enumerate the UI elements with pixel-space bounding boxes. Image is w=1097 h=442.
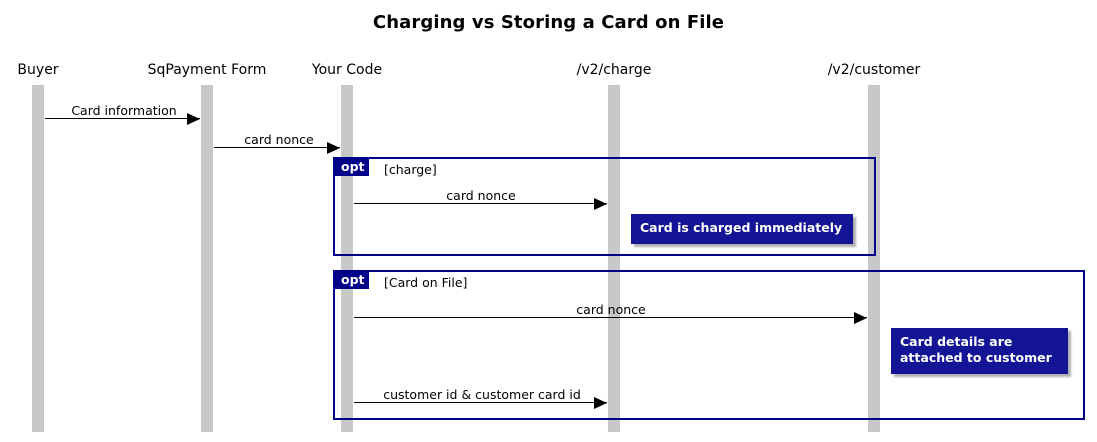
note-note-card-charged: Card is charged immediately	[631, 214, 853, 244]
participant-label-your-code: Your Code	[311, 62, 383, 78]
fragment-opt-card-on-file: opt [Card on File]	[333, 270, 1085, 420]
note-note-card-details-attached: Card details are attached to customer	[891, 328, 1068, 374]
message-line-card-information	[45, 118, 200, 119]
message-arrowhead-card-nonce-to-customer	[854, 312, 867, 324]
message-arrowhead-card-nonce-to-your-code	[327, 142, 340, 154]
message-label-card-nonce-to-charge: card nonce	[446, 188, 516, 203]
lifeline-v2-customer	[868, 85, 880, 432]
participant-label-buyer: Buyer	[17, 62, 59, 78]
diagram-title: Charging vs Storing a Card on File	[372, 12, 725, 33]
message-label-card-nonce-to-your-code: card nonce	[244, 132, 314, 147]
participant-label-v2-customer: /v2/customer	[827, 62, 921, 78]
fragment-guard-opt-charge: [charge]	[384, 162, 437, 177]
fragment-operator-opt-card-on-file: opt	[335, 272, 369, 289]
lifeline-buyer	[32, 85, 44, 432]
message-line-card-nonce-to-your-code	[214, 147, 340, 148]
message-label-card-nonce-to-customer: card nonce	[576, 302, 646, 317]
fragment-opt-charge: opt [charge]	[333, 157, 876, 256]
message-arrowhead-card-nonce-to-charge	[594, 198, 607, 210]
message-line-customer-id-response	[354, 402, 607, 403]
message-label-card-information: Card information	[71, 103, 177, 118]
participant-label-v2-charge: /v2/charge	[576, 62, 652, 78]
message-line-card-nonce-to-customer	[354, 317, 867, 318]
participant-label-sqpayment-form: SqPayment Form	[147, 62, 267, 78]
lifeline-sqpayment-form	[201, 85, 213, 432]
message-arrowhead-card-information	[187, 113, 200, 125]
lifeline-v2-charge	[608, 85, 620, 432]
message-line-card-nonce-to-charge	[354, 203, 607, 204]
message-arrowhead-customer-id-response	[594, 397, 607, 409]
fragment-guard-opt-card-on-file: [Card on File]	[384, 275, 468, 290]
fragment-operator-opt-charge: opt	[335, 159, 369, 176]
message-label-customer-id-response: customer id & customer card id	[383, 387, 581, 402]
